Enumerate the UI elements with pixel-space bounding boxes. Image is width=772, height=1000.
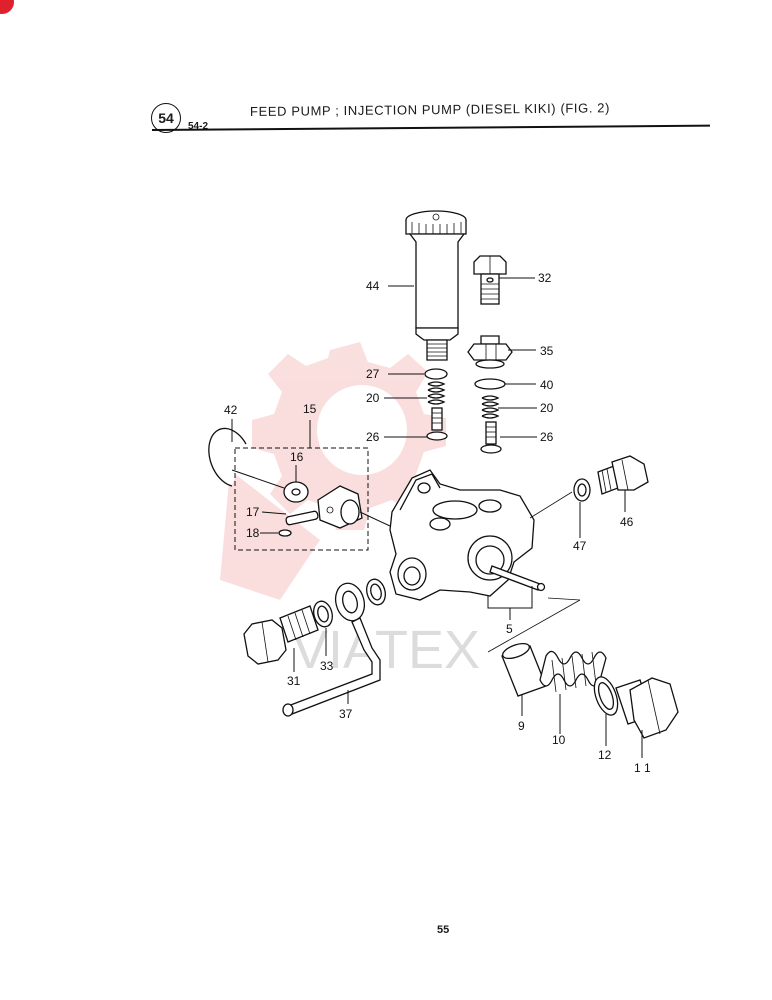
section-number-badge: 54 xyxy=(151,103,181,133)
part-11-plug xyxy=(615,677,679,739)
callout-12: 12 xyxy=(598,748,612,762)
page-header: 54 54-2 FEED PUMP ; INJECTION PUMP (DIES… xyxy=(0,0,772,150)
part-18-clip xyxy=(278,529,292,537)
callout-26-left: 26 xyxy=(366,430,380,444)
watermark-text: VIATEX xyxy=(292,620,480,680)
callout-35: 35 xyxy=(540,344,554,358)
callout-5: 5 xyxy=(506,622,513,636)
part-33-washer xyxy=(313,600,333,628)
part-42-snap-ring xyxy=(208,427,247,487)
assembly-axis-lines xyxy=(487,491,581,653)
part-15-group-box xyxy=(234,447,369,551)
callout-20-right: 20 xyxy=(540,401,554,415)
part-pump-body xyxy=(389,469,535,601)
leader-42-to-16 xyxy=(231,469,285,489)
callout-10: 10 xyxy=(552,733,566,747)
part-31-banjo-bolt xyxy=(243,605,319,665)
part-9-piston xyxy=(501,642,547,697)
callout-27: 27 xyxy=(366,367,380,381)
callout-26-right: 26 xyxy=(540,430,554,444)
callout-37: 37 xyxy=(339,707,353,721)
part-5-push-rod xyxy=(489,565,546,592)
part-35-fitting xyxy=(467,335,513,369)
part-20-spring-right xyxy=(481,395,500,419)
callout-20-left: 20 xyxy=(366,391,380,405)
part-47-gasket xyxy=(573,478,591,502)
part-17-pin xyxy=(285,510,319,526)
callout-11: 1 1 xyxy=(634,761,651,775)
part-16-roller xyxy=(283,481,309,503)
callout-33: 33 xyxy=(320,659,334,673)
sub-section-number: 54-2 xyxy=(188,121,209,132)
callout-18: 18 xyxy=(246,526,260,540)
part-12-gasket xyxy=(593,676,619,716)
part-40-o-ring xyxy=(474,378,506,390)
callout-17: 17 xyxy=(246,505,260,519)
callout-15: 15 xyxy=(303,402,317,416)
leader-tappet-to-body xyxy=(359,511,391,527)
part-20-spring-left xyxy=(427,381,446,405)
part-37-fuel-pipe xyxy=(282,582,381,717)
part-32-banjo-bolt xyxy=(473,255,507,305)
callout-46: 46 xyxy=(620,515,634,529)
callout-31: 31 xyxy=(287,674,301,688)
part-44-priming-pump xyxy=(405,210,467,361)
callout-47: 47 xyxy=(573,539,587,553)
part-46-plug xyxy=(597,455,649,495)
part-26-valve-left xyxy=(426,407,448,441)
callout-44: 44 xyxy=(366,279,380,293)
part-26-valve-right xyxy=(480,421,502,454)
part-washer-body-side xyxy=(366,578,386,606)
leader-17 xyxy=(261,511,287,515)
callout-40: 40 xyxy=(540,378,554,392)
part-tappet-body xyxy=(317,485,363,529)
callout-32: 32 xyxy=(538,271,552,285)
callout-42: 42 xyxy=(224,403,238,417)
part-27-o-ring xyxy=(424,368,448,380)
callout-16: 16 xyxy=(290,450,304,464)
page-number: 55 xyxy=(437,924,450,936)
callout-9: 9 xyxy=(518,719,525,733)
